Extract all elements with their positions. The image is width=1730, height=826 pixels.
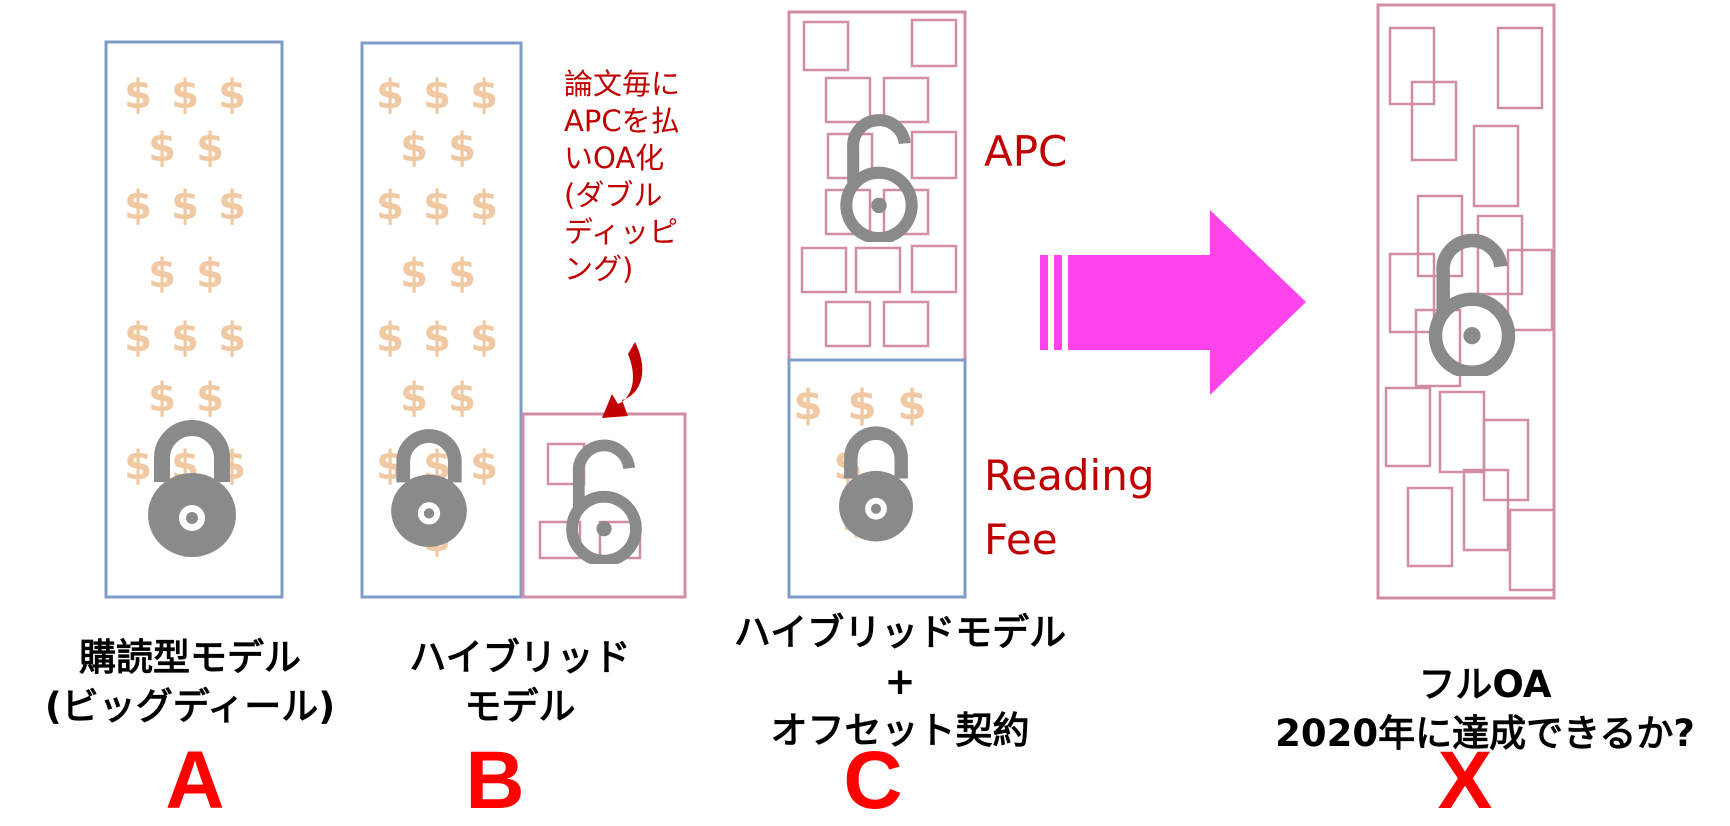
dollar-sign-icon: $ — [218, 183, 246, 229]
dollar-sign-icon: $ — [423, 183, 451, 229]
model-c-reading-box — [787, 358, 967, 599]
dollar-sign-icon: $ — [376, 72, 404, 118]
model-b-group: $$$$$$$$$$$$$$$$$$$ — [360, 41, 687, 599]
open-access-lock-icon — [572, 445, 636, 560]
dollar-sign-icon: $ — [470, 72, 498, 118]
model-a-caption-line: (ビッグディール) — [44, 685, 336, 728]
dollar-sign-icon: $ — [400, 251, 428, 297]
dollar-sign-icon: $ — [470, 443, 498, 489]
dollar-sign-icon: $ — [400, 125, 428, 171]
model-a-group: $$$$$$$$$$$$$$$$$$$ — [104, 40, 284, 599]
model-b-note-line: (ダブル — [564, 178, 663, 212]
right-arrow-icon — [1040, 210, 1306, 395]
model-b-caption-line: モデル — [464, 685, 576, 728]
model-c-apc-box — [787, 10, 967, 362]
model-b-note-line: APCを払 — [564, 104, 680, 138]
model-b-note-line: 論文毎に — [564, 67, 681, 101]
model-b-caption: ハイブリッド モデル — [360, 633, 680, 731]
model-c-letter: C — [843, 735, 903, 826]
dollar-sign-icon: $ — [793, 381, 822, 430]
dollar-sign-icon: $ — [400, 375, 428, 421]
model-x-letter: X — [1437, 735, 1493, 826]
dollar-sign-icon: $ — [448, 251, 476, 297]
model-x-group — [1376, 3, 1556, 600]
model-a-dollar-pattern: $$$$$$$$$$$$$$$$$$$ — [124, 72, 246, 561]
dollar-sign-icon: $ — [847, 381, 876, 430]
dollar-sign-icon: $ — [448, 375, 476, 421]
dollar-sign-icon: $ — [148, 375, 176, 421]
reading-fee-line: Reading — [984, 451, 1155, 500]
dollar-sign-icon: $ — [470, 315, 498, 361]
dollar-sign-icon: $ — [124, 315, 152, 361]
closed-lock-icon — [839, 433, 913, 541]
dollar-sign-icon: $ — [171, 72, 199, 118]
dollar-sign-icon: $ — [423, 72, 451, 118]
model-a-letter: A — [165, 735, 225, 826]
open-access-lock-icon — [1436, 241, 1509, 373]
model-x-caption: フルOA 2020年に達成できるか? — [1250, 660, 1720, 758]
dollar-sign-icon: $ — [196, 125, 224, 171]
model-b-caption-line: ハイブリッド — [409, 636, 631, 679]
curved-down-arrow-icon — [602, 342, 643, 418]
model-x-caption-line: 2020年に達成できるか? — [1275, 712, 1695, 755]
model-c-group: $$$$$ — [787, 10, 967, 599]
dollar-sign-icon: $ — [218, 315, 246, 361]
model-x-article-boxes — [1384, 26, 1556, 592]
dollar-sign-icon: $ — [124, 72, 152, 118]
model-b-note-line: いOA化 — [564, 141, 665, 175]
model-b-note-line: ディッピ — [564, 215, 678, 249]
model-b-note-line: ング) — [564, 252, 634, 286]
reading-fee-line: Fee — [984, 515, 1058, 564]
model-c-caption-line: オフセット契約 — [770, 709, 1030, 752]
dollar-sign-icon: $ — [124, 443, 152, 489]
dollar-sign-icon: $ — [448, 125, 476, 171]
apc-label: APC — [984, 127, 1068, 176]
dollar-sign-icon: $ — [124, 183, 152, 229]
model-c-caption: ハイブリッドモデル + オフセット契約 — [690, 608, 1110, 755]
dollar-sign-icon: $ — [423, 315, 451, 361]
model-b-box — [360, 41, 523, 599]
model-c-caption-line: ハイブリッドモデル — [733, 611, 1067, 654]
model-a-box — [104, 40, 284, 599]
model-a-caption: 購読型モデル (ビッグディール) — [0, 633, 380, 731]
reading-fee-label: Reading Fee — [984, 444, 1154, 572]
model-a-caption-line: 購読型モデル — [79, 636, 301, 679]
model-x-caption-line: フルOA — [1418, 663, 1552, 706]
dollar-sign-icon: $ — [171, 315, 199, 361]
dollar-sign-icon: $ — [376, 315, 404, 361]
dollar-sign-icon: $ — [218, 72, 246, 118]
dollar-sign-icon: $ — [171, 183, 199, 229]
model-c-article-boxes — [800, 18, 958, 348]
dollar-sign-icon: $ — [376, 183, 404, 229]
dollar-sign-icon: $ — [148, 125, 176, 171]
model-c-caption-line: + — [884, 660, 916, 703]
model-b-dollar-pattern: $$$$$$$$$$$$$$$$$$$ — [376, 72, 498, 561]
model-b-note: 論文毎に APCを払 いOA化 (ダブル ディッピ ング) — [564, 66, 680, 288]
dollar-sign-icon: $ — [470, 183, 498, 229]
dollar-sign-icon: $ — [196, 251, 224, 297]
dollar-sign-icon: $ — [148, 251, 176, 297]
dollar-sign-icon: $ — [897, 381, 926, 430]
dollar-sign-icon: $ — [196, 375, 224, 421]
open-access-lock-icon — [846, 120, 911, 238]
model-b-letter: B — [465, 735, 525, 826]
model-x-box — [1376, 3, 1556, 600]
